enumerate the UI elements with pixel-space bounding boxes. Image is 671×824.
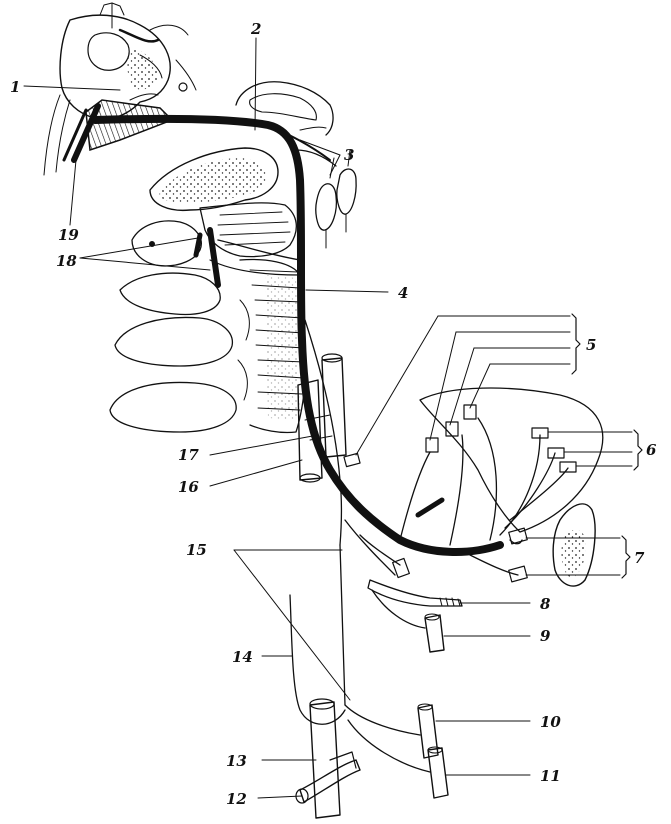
infrahyoid-muscles bbox=[289, 594, 449, 799]
brainstem bbox=[43, 2, 197, 176]
label-6: 6 bbox=[646, 441, 657, 459]
label-12: 12 bbox=[226, 790, 247, 808]
hyoid-structures bbox=[367, 579, 463, 653]
label-10: 10 bbox=[540, 713, 561, 731]
hypoglossal-nucleus bbox=[62, 93, 174, 163]
label-7: 7 bbox=[634, 549, 645, 567]
cervical-ganglion bbox=[315, 149, 357, 249]
occipital-bone bbox=[235, 81, 334, 136]
label-19: 19 bbox=[58, 226, 79, 244]
label-3: 3 bbox=[344, 146, 354, 164]
label-13: 13 bbox=[226, 752, 247, 770]
label-5: 5 bbox=[586, 336, 596, 354]
label-11: 11 bbox=[540, 767, 561, 785]
label-1: 1 bbox=[10, 78, 20, 96]
label-9: 9 bbox=[540, 627, 551, 645]
label-14: 14 bbox=[232, 648, 253, 666]
jugular-vein bbox=[295, 698, 361, 819]
tongue bbox=[419, 387, 604, 587]
label-15: 15 bbox=[186, 541, 207, 559]
tongue-branches bbox=[343, 404, 577, 583]
leader-lines bbox=[23, 37, 643, 799]
label-2: 2 bbox=[250, 20, 261, 38]
label-16: 16 bbox=[178, 478, 199, 496]
cervical-vertebrae bbox=[109, 147, 306, 434]
label-8: 8 bbox=[540, 595, 551, 613]
label-18: 18 bbox=[56, 252, 77, 270]
labels: 1 2 3 4 5 6 7 8 9 10 11 12 13 14 15 16 1… bbox=[10, 20, 657, 808]
carotid-arteries bbox=[297, 353, 347, 483]
label-17: 17 bbox=[178, 446, 199, 464]
label-4: 4 bbox=[398, 284, 408, 302]
